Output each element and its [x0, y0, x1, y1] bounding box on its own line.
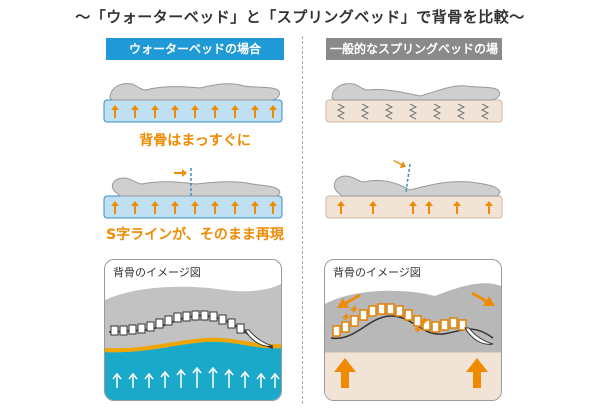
support-arrows-2 — [111, 201, 277, 214]
spring-mattress-side — [325, 195, 503, 219]
arrow-tilt-spring — [393, 160, 406, 168]
spring-coils — [336, 103, 490, 120]
spring-spine-illustration — [325, 283, 501, 400]
spring-support-arrows — [337, 201, 493, 214]
water-spine-image-label: 背骨のイメージ図 — [113, 266, 201, 279]
support-arrow-big-right — [466, 358, 488, 388]
support-arrows-1 — [111, 105, 277, 118]
spring-spine-image-label: 背骨のイメージ図 — [333, 266, 421, 279]
vertebrae-water — [110, 310, 245, 336]
water-bed-header: ウォーターベッドの場合 — [106, 38, 284, 60]
body-lying-back-water — [109, 83, 281, 101]
water-caption-straight: 背骨はまっすぐに — [139, 133, 251, 149]
water-spine-illustration — [105, 284, 281, 400]
water-spine-image-box: 背骨のイメージ図 — [104, 259, 282, 401]
body-lying-side-spring — [333, 175, 501, 197]
body-lying-back-spring — [331, 83, 501, 101]
spring-bed-header: 一般的なスプリングベッドの場合 — [326, 38, 502, 78]
arrow-right-water — [174, 169, 187, 177]
water-mattress-back — [103, 99, 283, 123]
pain-marks — [342, 305, 428, 333]
page-title: 〜「ウォーターベッド」と「スプリングベッド」で背骨を比較〜 — [75, 8, 525, 26]
pressure-arrow-right — [471, 292, 495, 306]
spring-mattress-back — [325, 99, 503, 123]
spine-line-spring — [405, 163, 411, 193]
spring-spine-image-box: 背骨のイメージ図 — [324, 259, 502, 401]
column-divider — [302, 36, 303, 404]
water-mattress-side — [103, 195, 283, 219]
water-caption-s-curve: S字ラインが、そのまま再現 — [106, 227, 284, 243]
pressure-arrow-left — [337, 294, 361, 308]
body-lying-side-water — [111, 177, 281, 197]
support-arrow-big-left — [334, 358, 356, 388]
